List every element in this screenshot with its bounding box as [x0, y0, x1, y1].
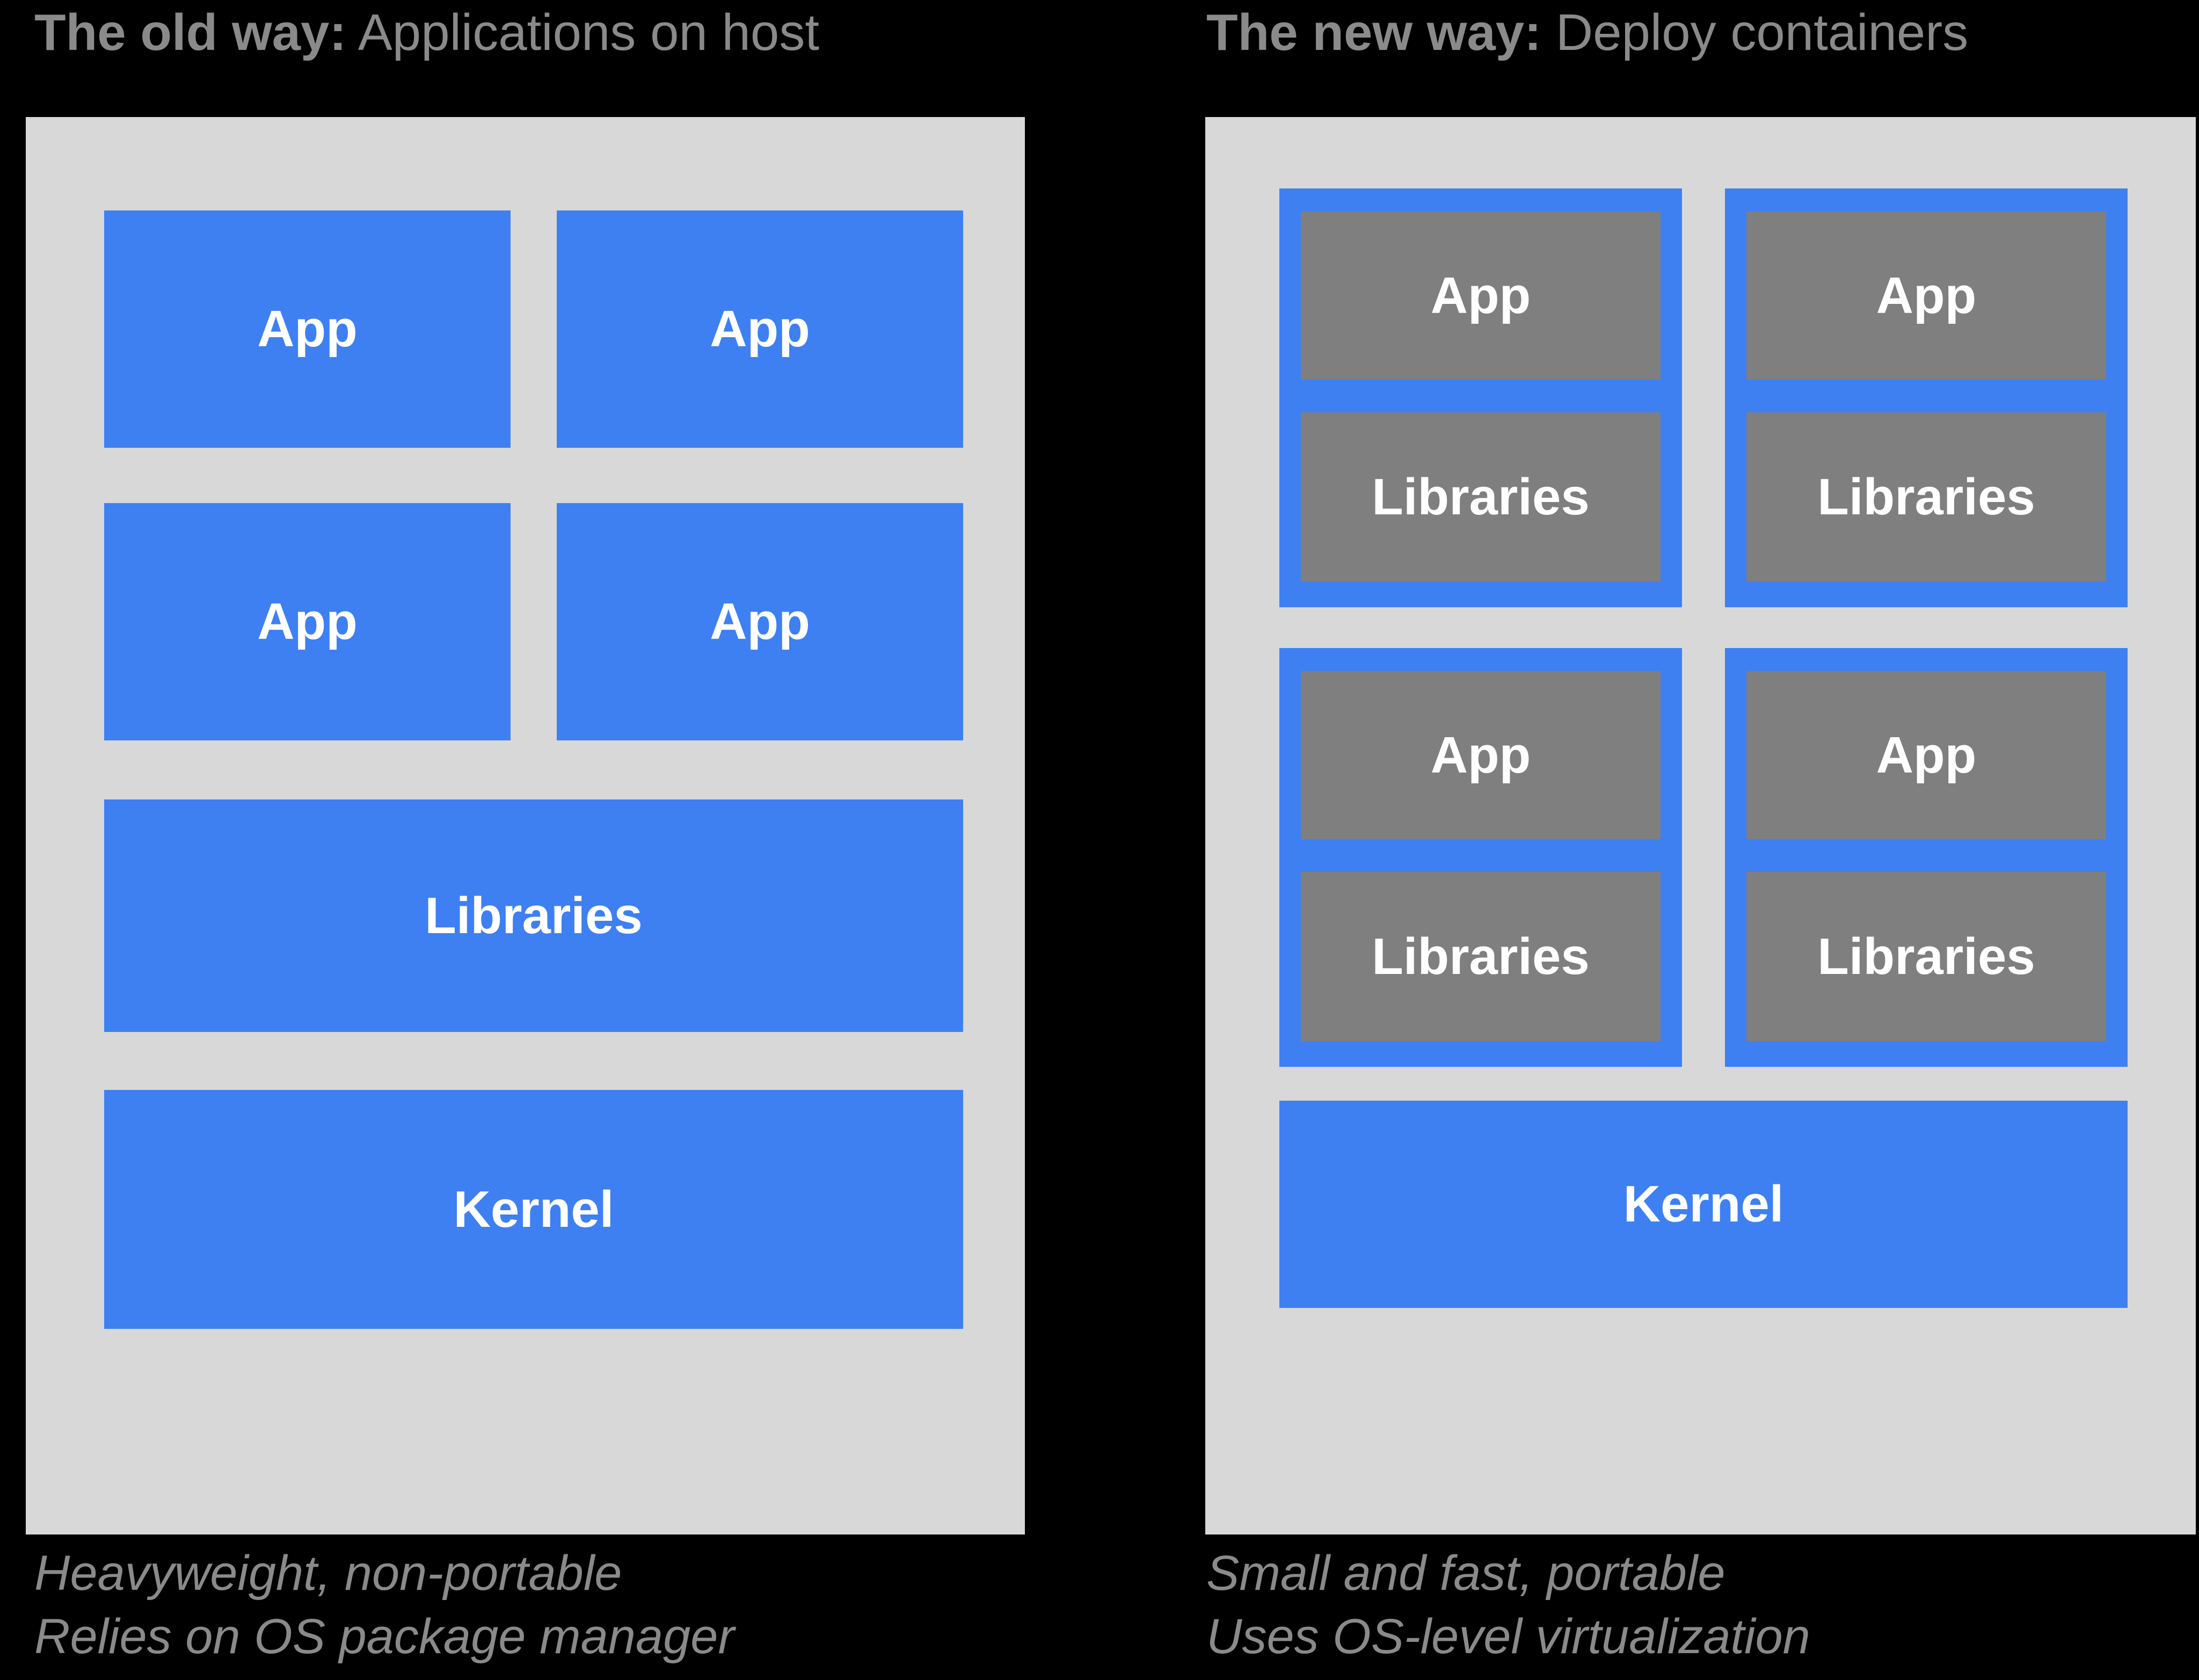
containers-kernel-block: Kernel: [1279, 1101, 2128, 1308]
container-1: App Libraries: [1279, 188, 1682, 607]
containers-panel: App Libraries App Libraries App Librarie…: [1205, 117, 2196, 1534]
container-1-libraries-block: Libraries: [1301, 412, 1661, 581]
container-2: App Libraries: [1725, 188, 2128, 607]
container-3-libraries-block: Libraries: [1301, 872, 1661, 1041]
container-4-app-block: App: [1746, 671, 2106, 839]
old-way-title-bold: The old way:: [34, 4, 347, 61]
container-3-app-block: App: [1301, 671, 1661, 839]
old-way-title-rest: Applications on host: [346, 4, 819, 61]
host-app-block-4: App: [557, 503, 963, 740]
host-app-row-1: App App: [104, 210, 963, 448]
new-way-caption: Small and fast, portable Uses OS-level v…: [1205, 1542, 2196, 1669]
host-app-block-1: App: [104, 210, 511, 448]
new-way-column: The new way: Deploy containers App Libra…: [1205, 0, 2196, 1669]
container-2-app-block: App: [1746, 212, 2106, 380]
host-app-block-3: App: [104, 503, 511, 740]
host-libraries-block: Libraries: [104, 799, 963, 1032]
new-way-caption-line-1: Small and fast, portable: [1206, 1546, 1725, 1601]
container-1-app-block: App: [1301, 212, 1661, 380]
old-way-caption-line-2: Relies on OS package manager: [34, 1609, 735, 1664]
new-way-title: The new way: Deploy containers: [1205, 0, 2196, 117]
host-kernel-block: Kernel: [104, 1090, 963, 1329]
new-way-title-bold: The new way:: [1206, 4, 1542, 61]
old-way-caption-line-1: Heavyweight, non-portable: [34, 1546, 622, 1601]
old-way-caption: Heavyweight, non-portable Relies on OS p…: [26, 1542, 1025, 1669]
container-grid: App Libraries App Libraries App Librarie…: [1279, 188, 2128, 1067]
host-panel: App App App App Libraries Kernel: [26, 117, 1025, 1534]
container-2-libraries-block: Libraries: [1746, 412, 2106, 581]
new-way-caption-line-2: Uses OS-level virtualization: [1206, 1609, 1810, 1664]
host-app-block-2: App: [557, 210, 963, 448]
new-way-title-rest: Deploy containers: [1541, 4, 1969, 61]
container-4: App Libraries: [1725, 648, 2128, 1067]
container-4-libraries-block: Libraries: [1746, 872, 2106, 1041]
old-way-title: The old way: Applications on host: [26, 0, 1025, 117]
old-way-column: The old way: Applications on host App Ap…: [26, 0, 1025, 1669]
host-app-row-2: App App: [104, 503, 963, 740]
container-3: App Libraries: [1279, 648, 1682, 1067]
